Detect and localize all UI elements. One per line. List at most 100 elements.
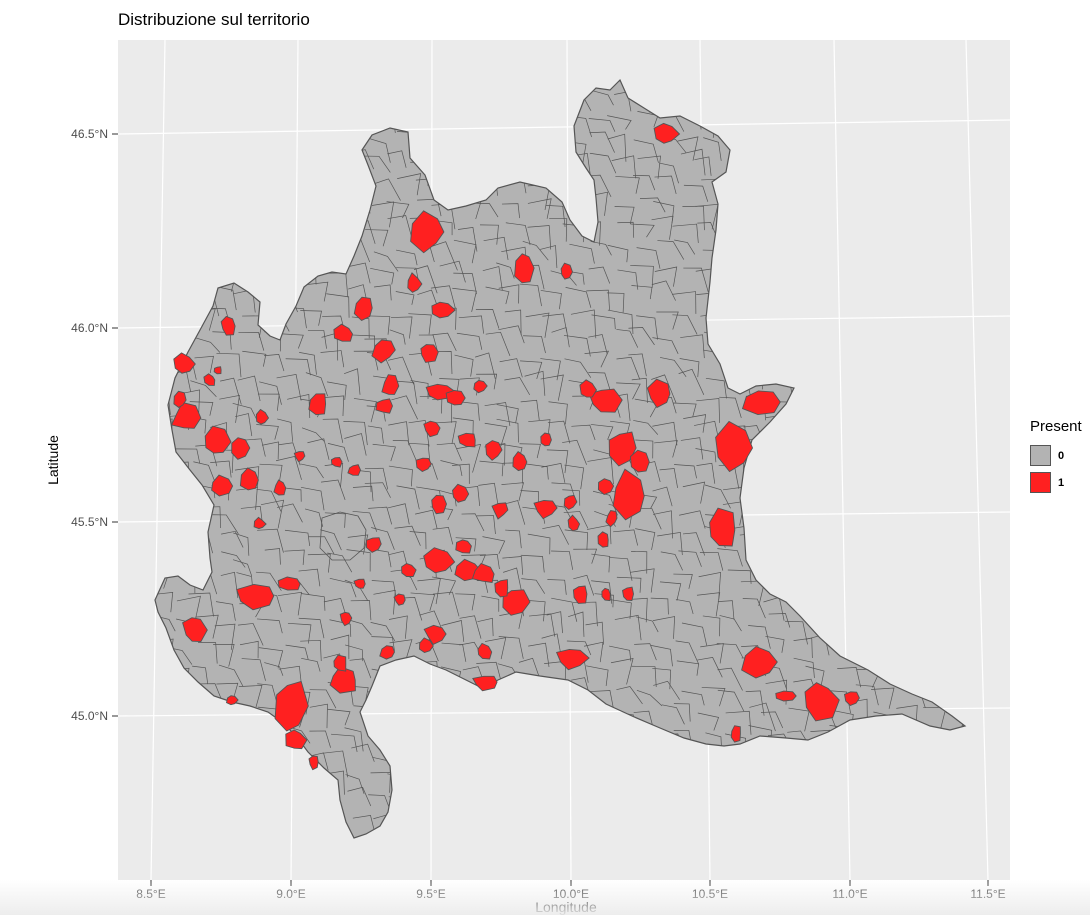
municipal-boundary (659, 581, 682, 601)
municipal-boundary (634, 643, 657, 661)
municipal-boundary (681, 622, 708, 646)
present-municipality (330, 457, 343, 468)
municipal-boundary (369, 315, 391, 335)
municipal-boundary (607, 244, 629, 263)
municipal-boundary (345, 774, 365, 794)
municipal-boundary (682, 481, 706, 504)
municipal-boundary (396, 485, 420, 510)
present-municipality (379, 645, 395, 660)
municipal-boundary (659, 468, 678, 489)
municipal-boundary (616, 356, 641, 380)
present-municipality (333, 323, 353, 342)
municipal-boundary (805, 665, 825, 687)
x-tick-label: 9.5°E (416, 887, 445, 901)
municipal-boundary (484, 402, 511, 426)
municipal-boundary (374, 284, 392, 301)
municipal-boundary (871, 687, 895, 709)
municipal-boundary (478, 482, 499, 506)
municipal-boundary (653, 680, 680, 700)
municipal-boundary (221, 530, 244, 548)
municipal-boundary (617, 221, 635, 238)
municipal-boundary (482, 266, 503, 291)
municipal-boundary (727, 569, 752, 584)
municipal-boundary (611, 155, 637, 179)
municipal-boundary (263, 353, 285, 372)
municipal-boundary (264, 662, 284, 676)
municipal-boundary (588, 334, 608, 355)
municipal-boundary (457, 227, 478, 252)
municipal-boundary (704, 484, 731, 509)
x-axis: 8.5°E 9.0°E 9.5°E 10.0°E 10.5°E 11.0°E 1… (136, 880, 1006, 901)
municipal-boundary (435, 220, 453, 236)
municipal-boundary (326, 381, 347, 400)
x-tick-label: 9.0°E (276, 887, 305, 901)
municipal-boundary (485, 637, 507, 660)
municipal-boundary (410, 592, 436, 611)
municipal-boundary (284, 549, 305, 565)
municipal-boundary (682, 205, 705, 231)
municipal-boundary (287, 622, 312, 644)
municipal-boundary (239, 640, 259, 659)
present-municipality (555, 648, 590, 671)
municipal-boundary (194, 355, 214, 374)
municipal-boundary (440, 460, 463, 476)
present-municipality (579, 379, 598, 398)
municipal-boundary (505, 222, 531, 246)
municipal-boundary (610, 658, 634, 685)
municipal-boundary (344, 262, 371, 284)
municipal-boundary (633, 175, 656, 191)
municipal-boundary (719, 396, 742, 419)
municipal-boundary (345, 644, 364, 662)
municipal-boundary (547, 420, 571, 444)
municipal-boundary (793, 657, 815, 678)
municipal-boundary (233, 532, 250, 556)
municipal-boundary (304, 281, 329, 302)
municipal-boundary (392, 440, 418, 463)
municipal-boundary (369, 138, 391, 163)
present-municipality (329, 666, 356, 694)
municipal-boundary (551, 327, 570, 348)
municipal-boundary (439, 378, 460, 394)
municipal-boundary (527, 198, 552, 219)
present-municipality (612, 468, 645, 521)
municipal-boundary (371, 636, 395, 651)
y-tick-label: 45.0°N (71, 709, 108, 723)
municipal-boundary (431, 576, 457, 595)
municipal-boundary (285, 644, 309, 660)
municipal-boundary (636, 247, 661, 269)
present-municipality (353, 578, 366, 589)
municipal-boundary (298, 617, 325, 639)
municipal-boundary (564, 464, 585, 490)
municipal-boundary (343, 421, 368, 446)
municipal-boundary (454, 354, 474, 377)
municipal-boundary (496, 262, 515, 279)
municipal-boundary (525, 312, 550, 338)
municipal-boundary (320, 479, 346, 500)
municipal-boundary (501, 482, 524, 502)
municipal-boundary (389, 329, 406, 345)
present-municipality (477, 642, 493, 660)
municipal-boundary (680, 148, 706, 176)
present-municipality (173, 390, 187, 408)
municipal-boundary (657, 240, 685, 260)
municipal-boundary (503, 500, 526, 525)
present-municipality (622, 586, 634, 601)
municipal-boundary (198, 642, 218, 664)
municipal-boundary (320, 529, 342, 551)
present-municipality (371, 339, 396, 364)
present-municipality (512, 450, 528, 472)
municipal-boundary (388, 465, 413, 487)
municipal-boundary (569, 243, 595, 264)
municipal-boundary (301, 427, 325, 442)
municipal-boundary (650, 645, 673, 667)
municipal-boundary (568, 611, 585, 637)
municipal-boundary (309, 730, 331, 748)
municipal-boundary (210, 460, 232, 478)
present-municipality (285, 729, 308, 750)
municipal-boundary (546, 611, 563, 634)
municipal-boundary (237, 623, 264, 646)
present-municipality (423, 624, 447, 645)
present-municipality (567, 514, 581, 532)
municipal-boundary (591, 553, 611, 573)
present-municipality (653, 122, 681, 144)
